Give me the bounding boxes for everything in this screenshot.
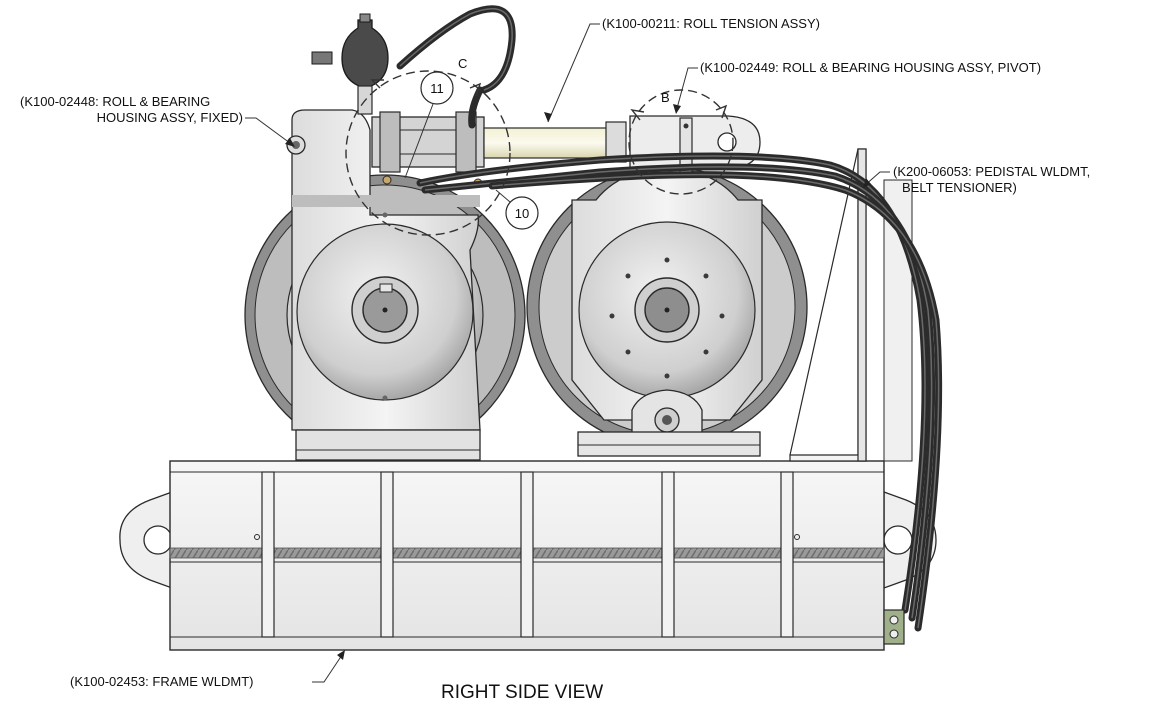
callout-roll-tension: (K100-00211: ROLL TENSION ASSY) <box>544 16 820 123</box>
callout-pedestal: (K200-06053: PEDISTAL WLDMT, BELT TENSIO… <box>863 164 1090 195</box>
svg-text:10: 10 <box>515 206 529 221</box>
pivot-housing <box>571 167 763 457</box>
callout-frame: (K100-02453: FRAME WLDMT) <box>70 650 345 689</box>
svg-text:(K100-02449: ROLL & BEARING HO: (K100-02449: ROLL & BEARING HOUSING ASSY… <box>700 60 1041 75</box>
svg-text:(K100-02448: ROLL & BEARING: (K100-02448: ROLL & BEARING <box>20 94 210 109</box>
svg-text:BELT TENSIONER): BELT TENSIONER) <box>902 180 1017 195</box>
detail-circle-b <box>628 89 734 195</box>
detail-circle-c <box>345 70 511 236</box>
detail-label-c: C <box>458 56 467 71</box>
item-bubble-11: 11 <box>404 71 454 179</box>
svg-text:(K100-00211: ROLL TENSION ASSY: (K100-00211: ROLL TENSION ASSY) <box>602 16 820 31</box>
frame-weldment <box>119 460 937 651</box>
hydraulic-hoses <box>396 5 943 645</box>
accumulator <box>311 13 389 115</box>
callout-pivot-housing: (K100-02449: ROLL & BEARING HOUSING ASSY… <box>673 60 1041 114</box>
view-title: RIGHT SIDE VIEW <box>441 682 603 703</box>
frame-ribs <box>261 471 794 638</box>
item-bubble-10: 10 <box>495 189 539 230</box>
svg-text:HOUSING ASSY, FIXED): HOUSING ASSY, FIXED) <box>97 110 243 125</box>
svg-text:(K100-02453: FRAME WLDMT): (K100-02453: FRAME WLDMT) <box>70 674 254 689</box>
detail-label-b: B <box>661 90 670 105</box>
svg-text:11: 11 <box>430 81 444 96</box>
callout-fixed-housing: (K100-02448: ROLL & BEARING HOUSING ASSY… <box>20 94 295 147</box>
fixed-housing <box>286 109 481 461</box>
svg-text:(K200-06053: PEDISTAL WLDMT,: (K200-06053: PEDISTAL WLDMT, <box>893 164 1090 179</box>
